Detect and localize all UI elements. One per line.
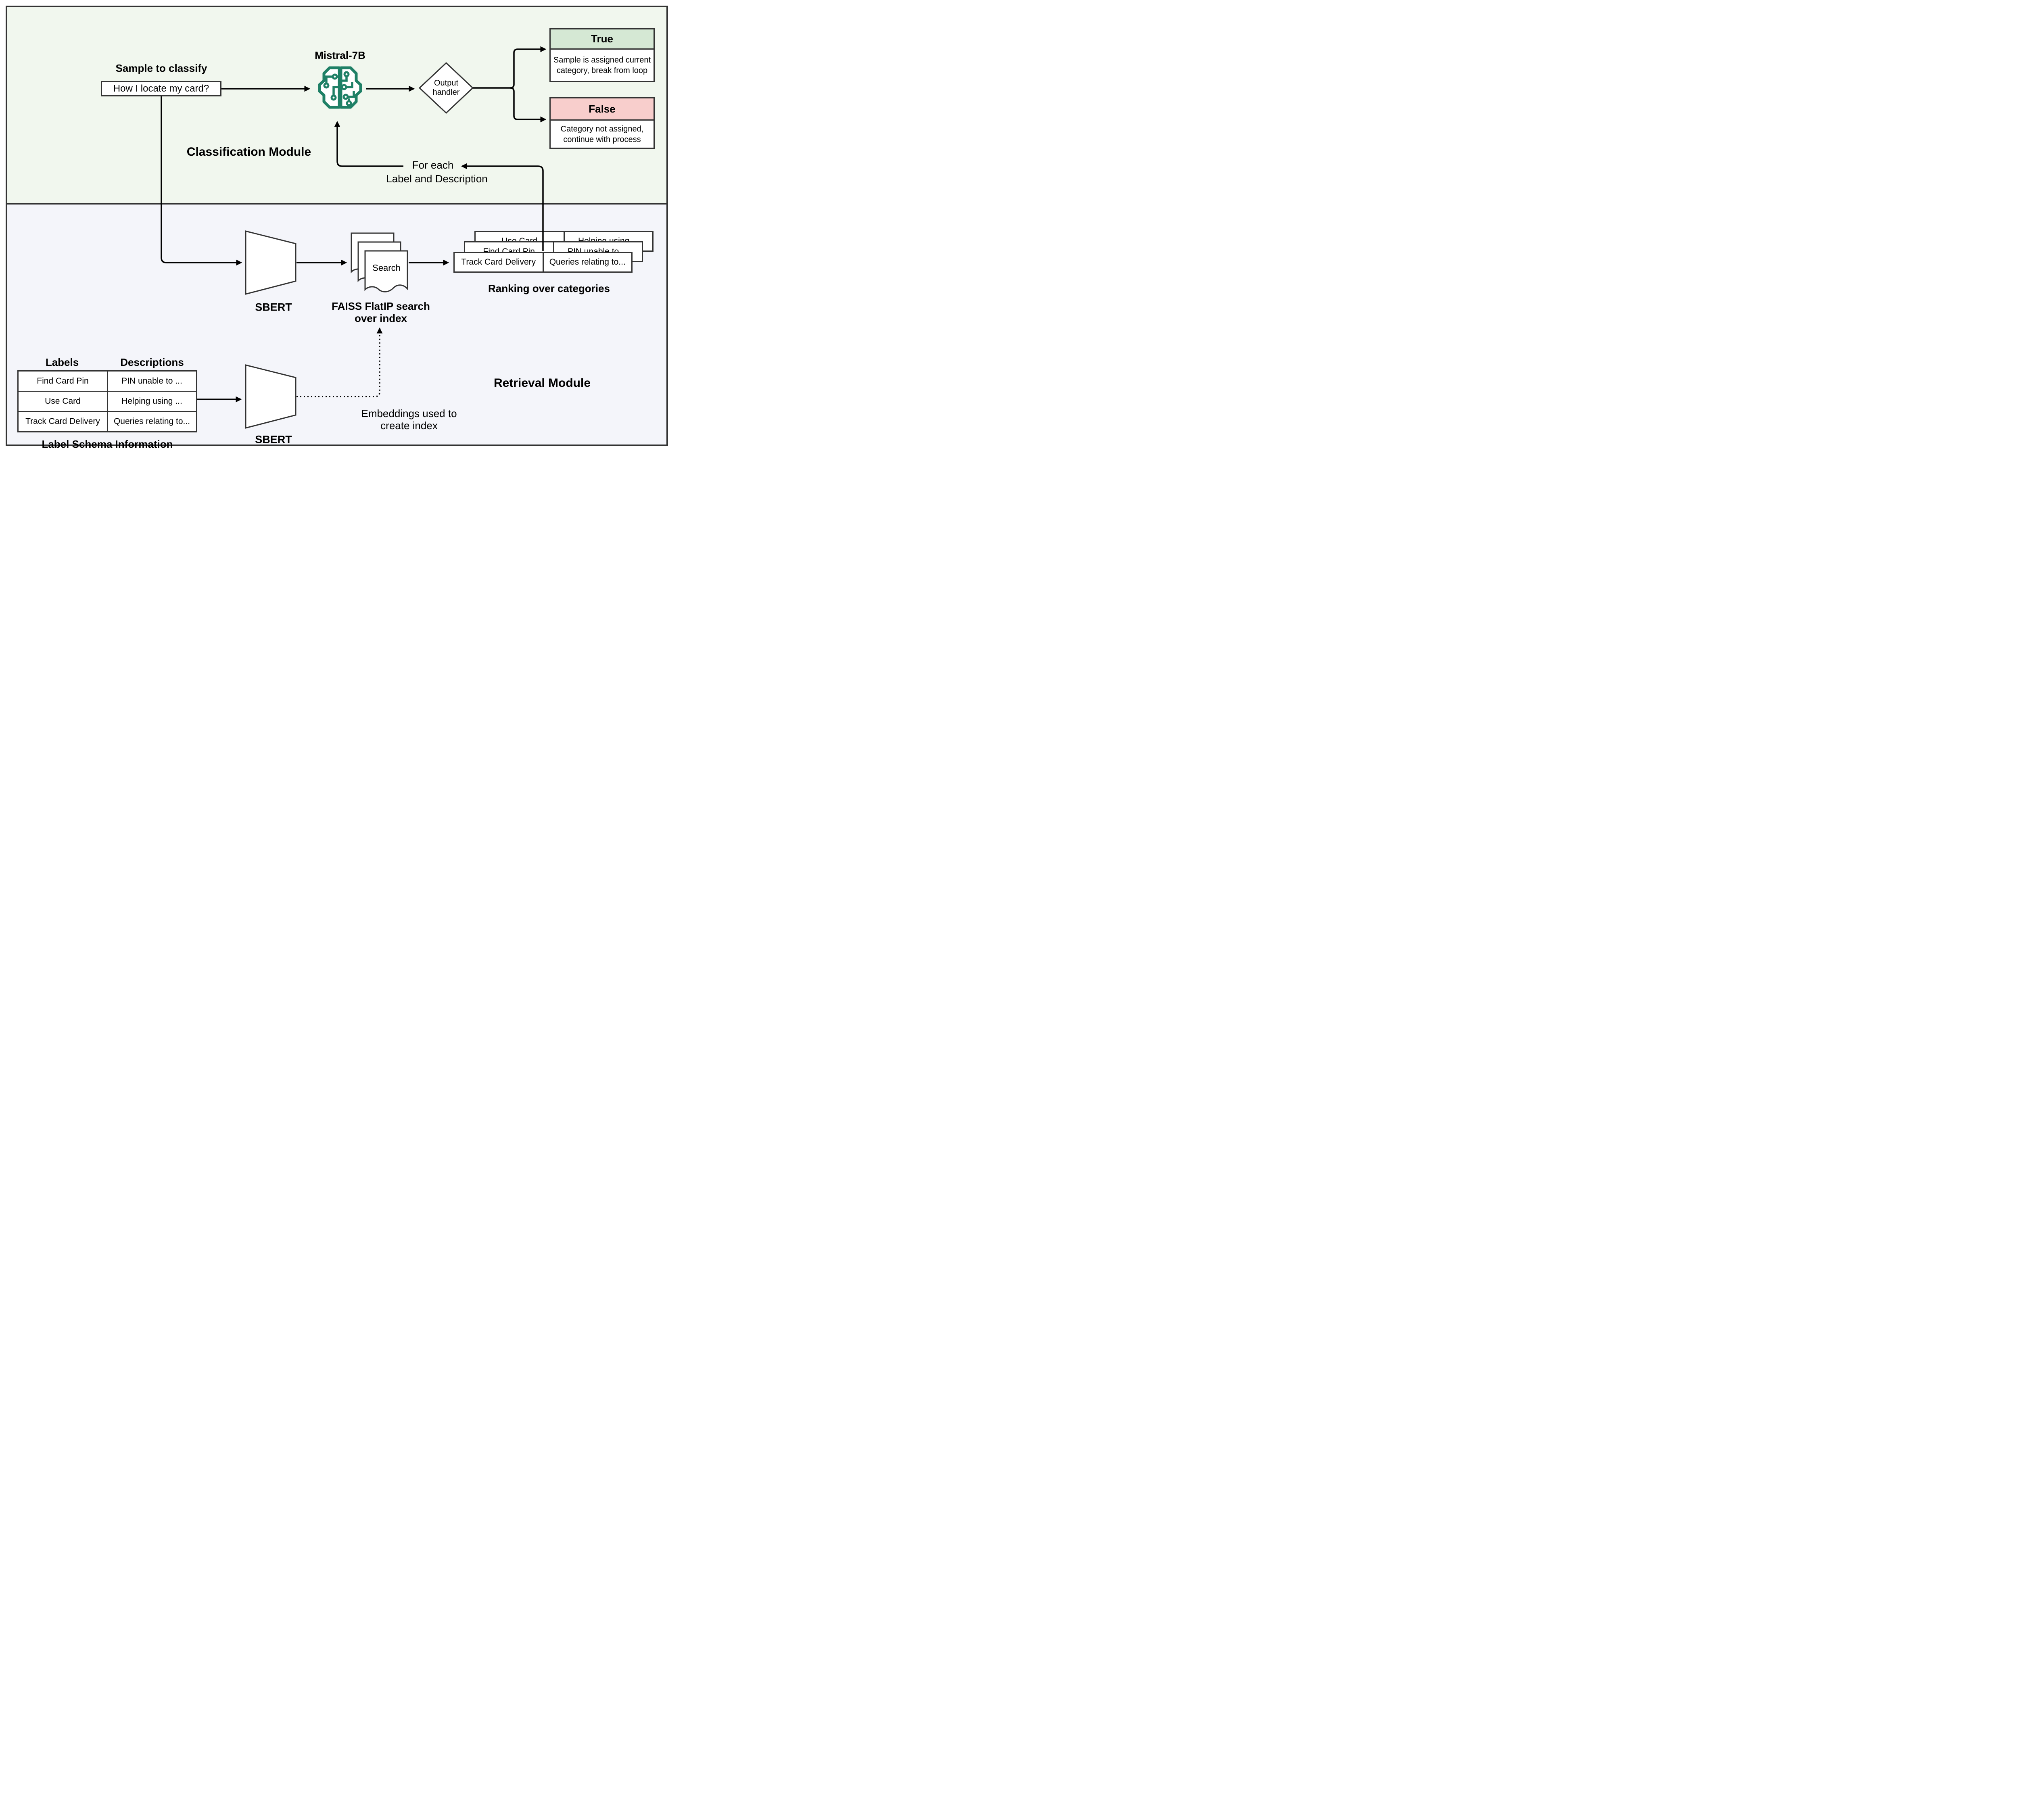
table-cell-label: Find Card Pin xyxy=(37,376,89,386)
outcome-false-header: False xyxy=(551,98,654,121)
table-caption: Label Schema Information xyxy=(42,438,173,451)
table-row: Track Card Delivery Queries relating to.… xyxy=(19,411,196,431)
outcome-false-box: False Category not assigned, continue wi… xyxy=(549,97,655,149)
outcome-false-text: Category not assigned, continue with pro… xyxy=(560,124,644,144)
ranking-card-front: Track Card Delivery Queries relating to.… xyxy=(453,252,633,273)
outcome-true-header: True xyxy=(551,29,654,50)
table-cell-description: PIN unable to ... xyxy=(107,372,196,391)
table-cell-label: Track Card Delivery xyxy=(25,417,100,426)
sample-input-box: How I locate my card? xyxy=(101,81,221,96)
embeddings-note-line2: create index xyxy=(380,420,438,432)
llm-label: Mistral-7B xyxy=(315,49,365,62)
table-row: Use Card Helping using ... xyxy=(19,391,196,411)
label-schema-table: Find Card Pin PIN unable to ... Use Card… xyxy=(17,370,197,432)
loop-label-line2: Label and Description xyxy=(386,173,488,185)
table-row: Find Card Pin PIN unable to ... xyxy=(19,372,196,391)
sample-label: Sample to classify xyxy=(115,62,207,75)
diagram-canvas: Use Card Helping using ... Find Card Pin… xyxy=(0,0,677,455)
table-cell-label: Use Card xyxy=(45,397,81,406)
table-cell-description: Queries relating to... xyxy=(107,412,196,431)
sbert-top-label: SBERT xyxy=(255,301,292,313)
loop-label-line1: For each xyxy=(412,159,454,171)
ranking-caption: Ranking over categories xyxy=(488,282,610,295)
ranking-card-label: Track Card Delivery xyxy=(461,257,536,267)
retrieval-module-title: Retrieval Module xyxy=(493,376,591,390)
sbert-bottom-label: SBERT xyxy=(255,433,292,446)
outcome-true-box: True Sample is assigned current category… xyxy=(549,28,655,82)
outcome-true-text: Sample is assigned current category, bre… xyxy=(553,56,651,75)
table-cell-description: Helping using ... xyxy=(107,392,196,411)
faiss-doc-label: Search xyxy=(372,263,401,273)
table-column-header-descriptions: Descriptions xyxy=(120,356,184,369)
decision-label: Output handler xyxy=(432,79,460,97)
ranking-card-description: Queries relating to... xyxy=(542,253,632,271)
faiss-caption-line2: over index xyxy=(354,312,407,325)
sample-text: How I locate my card? xyxy=(113,83,209,94)
faiss-caption-line1: FAISS FlatIP search xyxy=(332,300,430,313)
classification-module-title: Classification Module xyxy=(186,145,311,159)
table-column-header-labels: Labels xyxy=(45,356,79,369)
embeddings-note-line1: Embeddings used to xyxy=(361,407,457,420)
